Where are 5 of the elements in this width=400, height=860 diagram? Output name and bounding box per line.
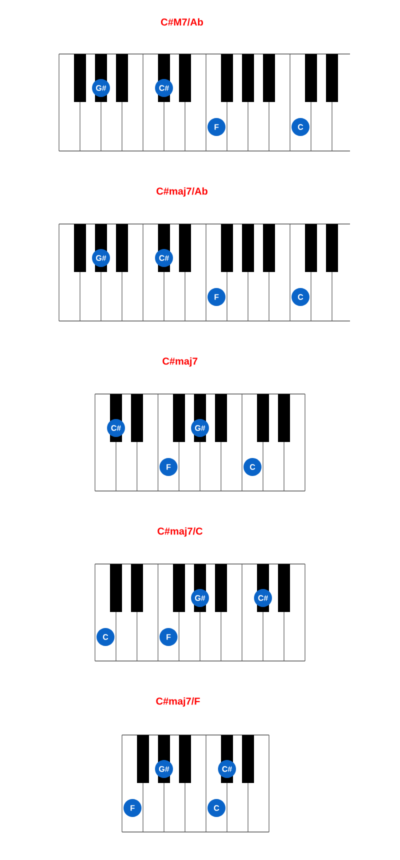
chord-title: C#maj7/Ab xyxy=(156,187,208,197)
chord-title: C#maj7/C xyxy=(158,527,202,537)
chord-title: C#maj7/F xyxy=(156,697,200,707)
chord-title: C#maj7 xyxy=(162,357,198,367)
chord-title: C#M7/Ab xyxy=(161,18,203,26)
